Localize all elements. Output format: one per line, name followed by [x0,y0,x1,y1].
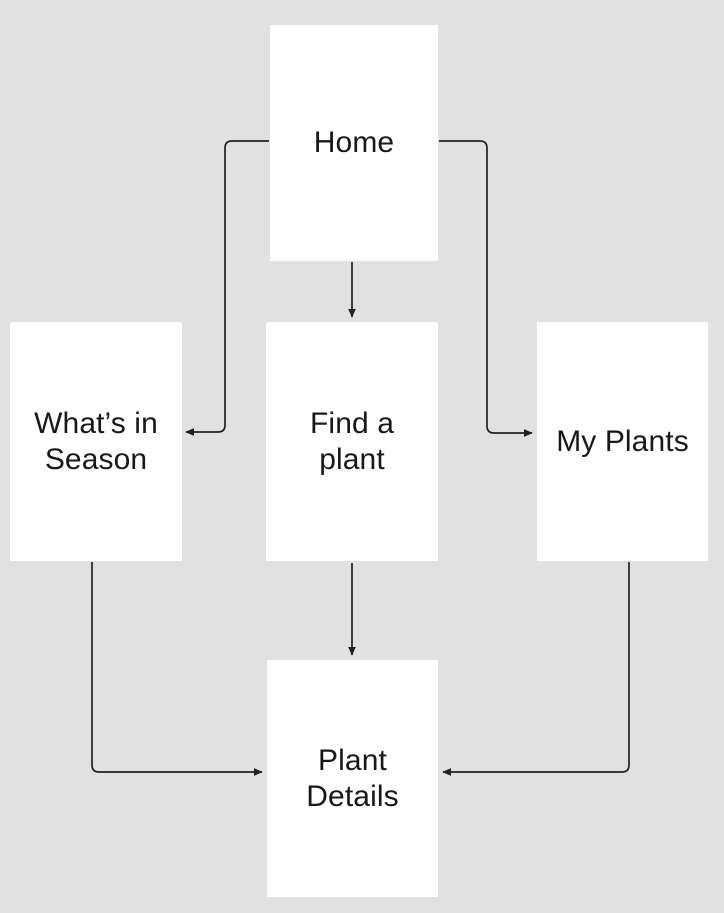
node-home-label: Home [313,126,395,160]
node-my-plants-label: My Plants [556,424,689,458]
node-whats-in-season[interactable]: What’s in Season [10,322,182,561]
edge-myplants-to-details [442,562,630,776]
node-plant-details-label: Plant Details [306,744,399,813]
edge-season-to-details [91,562,263,776]
node-home[interactable]: Home [270,25,438,261]
node-my-plants[interactable]: My Plants [537,322,708,561]
edge-home-to-season [185,140,269,436]
edge-home-to-myplants [439,140,533,437]
node-find-a-plant[interactable]: Find a plant [266,322,438,561]
node-plant-details[interactable]: Plant Details [267,660,438,897]
node-find-a-plant-label: Find a plant [310,407,394,476]
node-whats-in-season-label: What’s in Season [34,407,158,476]
